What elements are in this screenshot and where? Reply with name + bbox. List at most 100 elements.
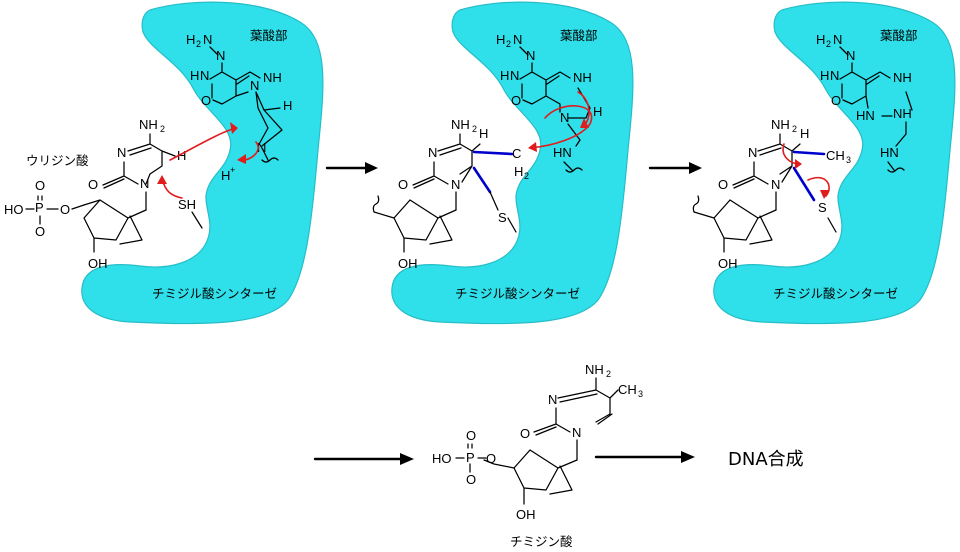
atom-n: N <box>428 145 437 160</box>
atom-n: N <box>830 68 839 83</box>
thymidylate-label: チミジン酸 <box>510 534 573 549</box>
step-arrow-head <box>365 162 378 174</box>
enzyme-label: チミジル酸シンターゼ <box>152 286 277 301</box>
atom-n: N <box>548 392 557 407</box>
atom-o: O <box>831 93 841 108</box>
atom-n: N <box>560 110 569 125</box>
folate-label: 葉酸部 <box>560 28 598 43</box>
atom-oh: OH <box>516 507 536 522</box>
atom-nh2: NH <box>139 117 158 132</box>
atom-ch3: CH <box>618 382 637 397</box>
atom-o: O <box>520 426 530 441</box>
atom-o: O <box>60 202 70 217</box>
atom-hn: HN <box>553 145 572 160</box>
atom-ho: HO <box>432 451 452 466</box>
atom-n: N <box>846 48 855 63</box>
atom-p: P <box>35 200 44 215</box>
atom-n: N <box>833 32 842 47</box>
atom-h: H <box>514 164 523 179</box>
atom-n: N <box>250 78 259 93</box>
atom-h: H <box>820 68 829 83</box>
atom-h: H <box>186 32 195 47</box>
atom-sub: 2 <box>792 124 797 134</box>
atom-o: O <box>511 93 521 108</box>
atom-c: C <box>512 146 521 161</box>
atom-o: O <box>35 224 45 239</box>
panel-3: 葉酸部 H 2 N N H N O NH NH HN HN NH 2 H CH … <box>692 1 956 325</box>
enzyme-label: チミジル酸シンターゼ <box>455 286 580 301</box>
uridylate-label: ウリジン酸 <box>26 153 89 168</box>
atom-oh: OH <box>398 256 418 271</box>
atom-n: N <box>216 48 225 63</box>
atom-o: O <box>35 178 45 193</box>
atom-hn: HN <box>856 108 875 123</box>
enzyme-pocket <box>391 1 634 325</box>
atom-s: S <box>818 200 827 215</box>
atom-o: O <box>466 472 476 487</box>
atom-sub: 3 <box>638 389 643 399</box>
atom-nh2: NH <box>771 117 790 132</box>
atom-o: O <box>398 177 408 192</box>
atom-nh2: NH <box>451 117 470 132</box>
atom-n: N <box>572 425 581 440</box>
atom-nh2: NH <box>585 362 604 377</box>
atom-plus: + <box>230 165 235 175</box>
atom-n: N <box>748 145 757 160</box>
step-arrow-head <box>400 453 414 465</box>
atom-ch3: CH <box>826 148 845 163</box>
atom-o: O <box>88 177 98 192</box>
atom-h: H <box>177 148 186 163</box>
atom-oh: OH <box>88 256 108 271</box>
atom-sub: 3 <box>846 155 851 165</box>
atom-n: N <box>200 68 209 83</box>
atom-sub: 2 <box>160 124 165 134</box>
atom-sub: 2 <box>524 171 529 181</box>
dna-synthesis-label: DNA合成 <box>728 449 804 470</box>
atom-h: H <box>283 98 292 113</box>
atom-n: N <box>510 68 519 83</box>
enzyme-label: チミジル酸シンターゼ <box>773 286 898 301</box>
atom-sh: SH <box>178 197 196 212</box>
atom-oh: OH <box>718 256 738 271</box>
atom-h: H <box>816 32 825 47</box>
enzyme-pocket <box>81 1 324 325</box>
atom-n: N <box>203 32 212 47</box>
atom-sub: 2 <box>472 124 477 134</box>
panel-2: 葉酸部 H 2 N N H N O N NH H HN C H 2 NH 2 N… <box>372 1 634 325</box>
atom-o: O <box>466 428 476 443</box>
atom-sub: 2 <box>826 39 831 49</box>
atom-n: N <box>140 176 149 191</box>
atom-nh: NH <box>893 70 912 85</box>
atom-sub: 2 <box>606 369 611 379</box>
atom-h: H <box>593 104 602 119</box>
atom-n: N <box>451 177 460 192</box>
panel-1: 葉酸部 H 2 N N H N O N NH N H ウリジン酸 NH 2 N … <box>4 1 324 325</box>
atom-h: H <box>500 68 509 83</box>
atom-h: H <box>800 126 809 141</box>
atom-nh: NH <box>263 70 282 85</box>
atom-hn: HN <box>880 145 899 160</box>
atom-hplus: H <box>221 168 230 183</box>
atom-n: N <box>526 48 535 63</box>
atom-o: O <box>718 177 728 192</box>
atom-n: N <box>117 145 126 160</box>
atom-o: O <box>201 93 211 108</box>
atom-ho: HO <box>4 202 24 217</box>
atom-p: P <box>466 450 475 465</box>
atom-sub: 2 <box>506 39 511 49</box>
folate-label: 葉酸部 <box>250 28 288 43</box>
atom-sub: 2 <box>196 39 201 49</box>
atom-s: S <box>498 210 507 225</box>
step-arrow-head <box>681 451 695 463</box>
atom-nh: NH <box>573 70 592 85</box>
atom-h: H <box>479 126 488 141</box>
thymidylate-structure: NH 2 N N O CH 3 OH O P HO O O チミジン酸 <box>432 362 643 549</box>
step-arrow-head <box>689 162 702 174</box>
atom-h: H <box>190 68 199 83</box>
folate-label: 葉酸部 <box>880 28 918 43</box>
atom-nh: NH <box>893 106 912 121</box>
atom-o: O <box>486 451 496 466</box>
atom-h: H <box>496 32 505 47</box>
atom-n: N <box>771 177 780 192</box>
